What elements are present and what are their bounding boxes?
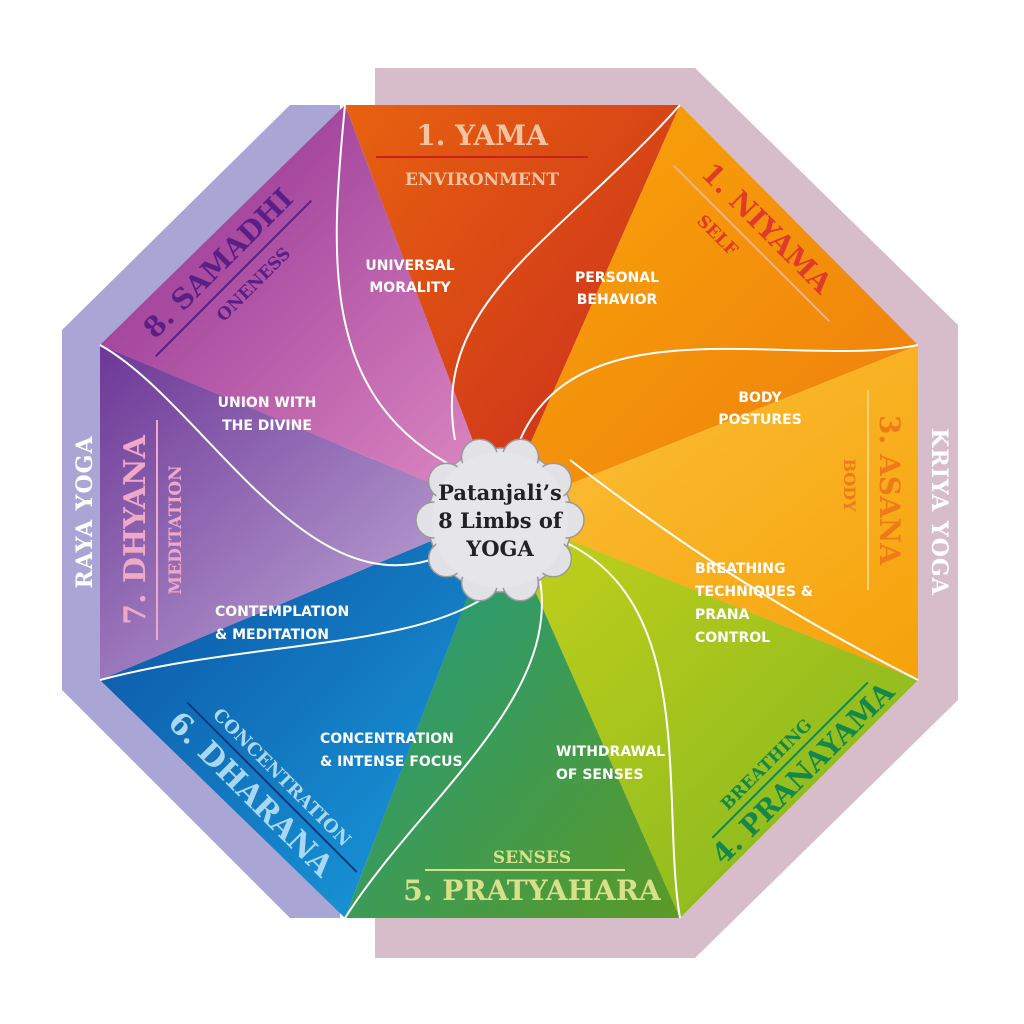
sector-asana [500,345,918,680]
niyama-desc-2: BEHAVIOR [577,292,658,308]
dharana-desc-1: CONCENTRATION [320,731,454,747]
raya-yoga-label: RAYA YOGA [72,435,98,588]
samadhi-desc-1: UNION WITH [218,395,317,411]
lotus-center-icon [415,438,585,602]
sector-niyama [500,105,918,512]
asana-desc-1: BODY [738,390,782,406]
dharana-desc-2: & INTENSE FOCUS [320,754,463,770]
dhyana-subtitle: MEDITATION [166,465,186,594]
sector-dhyana [100,345,500,680]
center-title-line-2: 8 Limbs of [438,508,564,533]
dhyana-desc-1: CONTEMPLATION [215,604,349,620]
samadhi-desc-2: THE DIVINE [222,418,312,434]
pranayama-desc-2: TECHNIQUES & [695,584,813,600]
pranayama-desc-1: BREATHING [695,561,785,577]
center-title-line-3: YOGA [465,536,534,561]
pranayama-desc-3: PRANA [695,607,750,623]
center-title-line-1: Patanjali’s [438,480,562,505]
sector-pratyahara [345,512,680,918]
asana-desc-2: POSTURES [718,412,802,428]
niyama-desc-1: PERSONAL [575,270,659,286]
pranayama-desc-4: CONTROL [695,630,770,646]
yama-desc-2: MORALITY [369,280,451,296]
swirl-lines [99,104,919,919]
pratyahara-desc-2: OF SENSES [556,767,643,783]
sector-yama [345,105,680,512]
kriya-yoga-label: KRIYA YOGA [926,428,952,595]
pratyahara-title: 5. PRATYAHARA [403,874,662,907]
yama-desc-1: UNIVERSAL [365,258,454,274]
asana-title: 3. ASANA [873,415,906,566]
sector-dharana [100,512,500,918]
yama-title: 1. YAMA [416,119,549,152]
dhyana-desc-2: & MEDITATION [215,627,329,643]
asana-subtitle: BODY [840,458,859,512]
sector-pranayama [500,512,918,918]
dhyana-title: 7. DHYANA [118,434,153,624]
yama-subtitle: ENVIRONMENT [405,170,559,190]
pratyahara-subtitle: SENSES [493,848,571,868]
sector-samadhi [100,105,500,512]
pratyahara-desc-1: WITHDRAWAL [556,744,665,760]
